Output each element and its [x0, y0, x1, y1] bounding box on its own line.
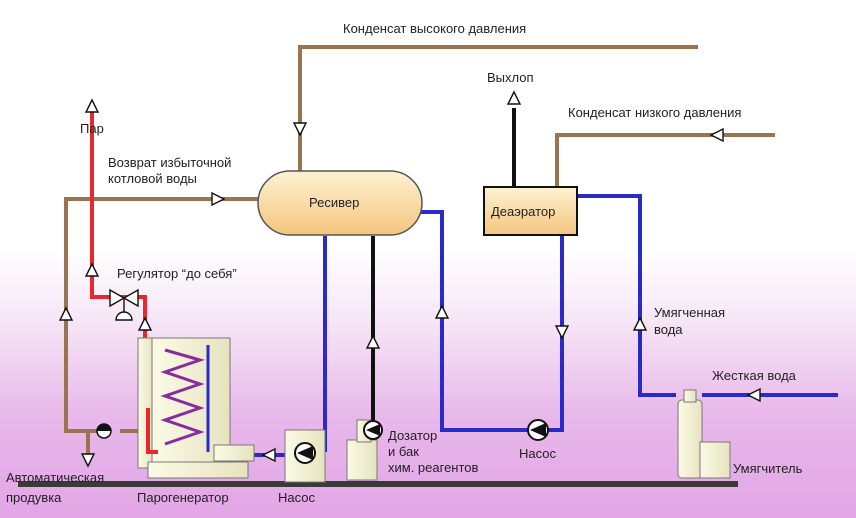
arrow-steam-up-icon — [84, 98, 100, 113]
dosing-unit — [346, 419, 383, 481]
arrow-blowdown-down-icon — [80, 453, 96, 468]
arrow-condensate-low-icon — [709, 127, 724, 143]
label-return-1: Возврат избыточной — [108, 155, 232, 170]
label-steam: Пар — [80, 121, 104, 136]
feedwater-lines — [202, 194, 838, 457]
label-pump-bottom: Насос — [278, 490, 315, 505]
label-hard-water: Жесткая вода — [712, 368, 796, 383]
label-deaerator: Деаэратор — [491, 204, 556, 219]
arrow-left-pipe-up-icon — [58, 306, 74, 321]
arrow-feed-left-icon — [261, 447, 276, 463]
arrow-steam-to-gen-icon — [137, 316, 153, 331]
label-softened-2: вода — [654, 322, 683, 337]
steam-pipe — [90, 108, 147, 342]
label-dosing-2: и бак — [388, 444, 419, 459]
blowdown-valve — [96, 423, 112, 439]
label-condensate-high: Конденсат высокого давления — [343, 21, 527, 36]
arrow-deaerator-down-icon — [554, 325, 570, 340]
steam-lines — [90, 108, 147, 342]
arrow-return-right-icon — [211, 191, 226, 207]
arrow-loop-up-icon — [434, 304, 450, 319]
arrow-exhaust-up-icon — [506, 90, 522, 105]
softener-unit — [677, 389, 731, 479]
floor-base — [18, 481, 738, 487]
label-pump-right: Насос — [519, 446, 556, 461]
label-softened-1: Умягченная — [654, 305, 726, 320]
feed-pump — [284, 429, 326, 483]
label-dosing-3: хим. реагентов — [388, 460, 479, 475]
steam-generator — [137, 337, 255, 479]
label-dosing-1: Дозатор — [388, 428, 438, 443]
label-return-2: котловой воды — [108, 171, 197, 186]
label-condensate-low: Конденсат низкого давления — [568, 105, 742, 120]
label-blowdown-1: Автоматическая — [6, 470, 105, 485]
regulator-valve — [109, 288, 139, 321]
pump-right — [527, 419, 549, 441]
pump-right-up — [548, 236, 564, 432]
receiver-tank — [257, 170, 423, 236]
label-softener: Умягчитель — [733, 461, 803, 476]
label-steam-generator: Парогенератор — [137, 490, 229, 505]
label-blowdown-2: продувка — [6, 490, 62, 505]
heating-coil — [160, 348, 206, 446]
flow-arrows — [58, 90, 761, 468]
softened-water-pipe — [578, 194, 676, 397]
receiver-to-deaerator-loop — [420, 210, 528, 432]
condensate-low-pipe — [555, 133, 775, 187]
label-regulator: Регулятор “до себя” — [117, 266, 237, 281]
deaerator-box — [483, 186, 578, 236]
arrow-return-down-icon — [292, 122, 308, 137]
arrow-dosing-up-icon — [365, 334, 381, 349]
label-exhaust: Выхлоп — [487, 70, 534, 85]
arrow-hard-water-left-icon — [746, 387, 761, 403]
black-lines — [371, 108, 516, 420]
label-receiver: Ресивер — [309, 195, 360, 210]
arrow-steam-mid-icon — [84, 262, 100, 277]
arrow-softened-up-icon — [632, 316, 648, 331]
